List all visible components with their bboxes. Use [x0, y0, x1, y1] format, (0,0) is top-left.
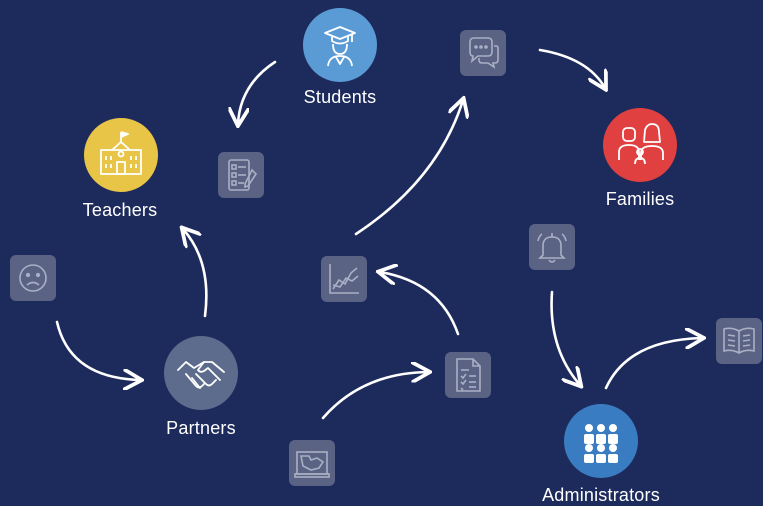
- administrators-node: [564, 404, 638, 478]
- partners-node: [164, 336, 238, 410]
- people-group-icon: [564, 404, 638, 478]
- chat-bubbles-tile: [460, 30, 506, 76]
- partners-label: Partners: [166, 418, 236, 438]
- map-icon: [294, 451, 330, 478]
- handshake-icon: [164, 336, 238, 410]
- chat-bubbles-icon: [469, 37, 499, 69]
- arrow-partners-to-teachers: [183, 229, 208, 318]
- bell-tile: [529, 224, 575, 270]
- arrow-bell-to-administrators: [550, 290, 580, 385]
- administrators-label: Administrators: [542, 485, 660, 505]
- line-chart-icon: [329, 264, 359, 294]
- sad-face-icon: [19, 264, 47, 292]
- school-building-icon: [84, 118, 158, 192]
- map-tile: [289, 440, 335, 486]
- graduate-icon: [303, 8, 377, 82]
- arrow-chart-to-chat: [354, 100, 463, 236]
- open-book-tile: [716, 318, 762, 364]
- family-icon: [603, 108, 677, 182]
- sad-face-tile: [10, 255, 56, 301]
- arrow-students-to-teachers: [238, 60, 277, 124]
- students-node: [303, 8, 377, 82]
- families-node: [603, 108, 677, 182]
- line-chart-tile: [321, 256, 367, 302]
- families-label: Families: [605, 189, 675, 209]
- checklist-icon: [228, 159, 258, 191]
- open-book-icon: [723, 327, 755, 354]
- teachers-label: Teachers: [82, 200, 158, 220]
- students-label: Students: [303, 87, 377, 107]
- document-checklist-tile: [445, 352, 491, 398]
- arrow-doc-to-chart: [380, 272, 460, 336]
- arrow-sad-to-partners: [55, 320, 140, 380]
- arrow-chat-to-families: [538, 48, 605, 88]
- bell-icon: [537, 233, 567, 263]
- teachers-node: [84, 118, 158, 192]
- arrow-administrators-to-book: [604, 338, 702, 390]
- document-checklist-icon: [456, 358, 481, 392]
- arrow-map-to-doc: [321, 372, 428, 420]
- checklist-tile: [218, 152, 264, 198]
